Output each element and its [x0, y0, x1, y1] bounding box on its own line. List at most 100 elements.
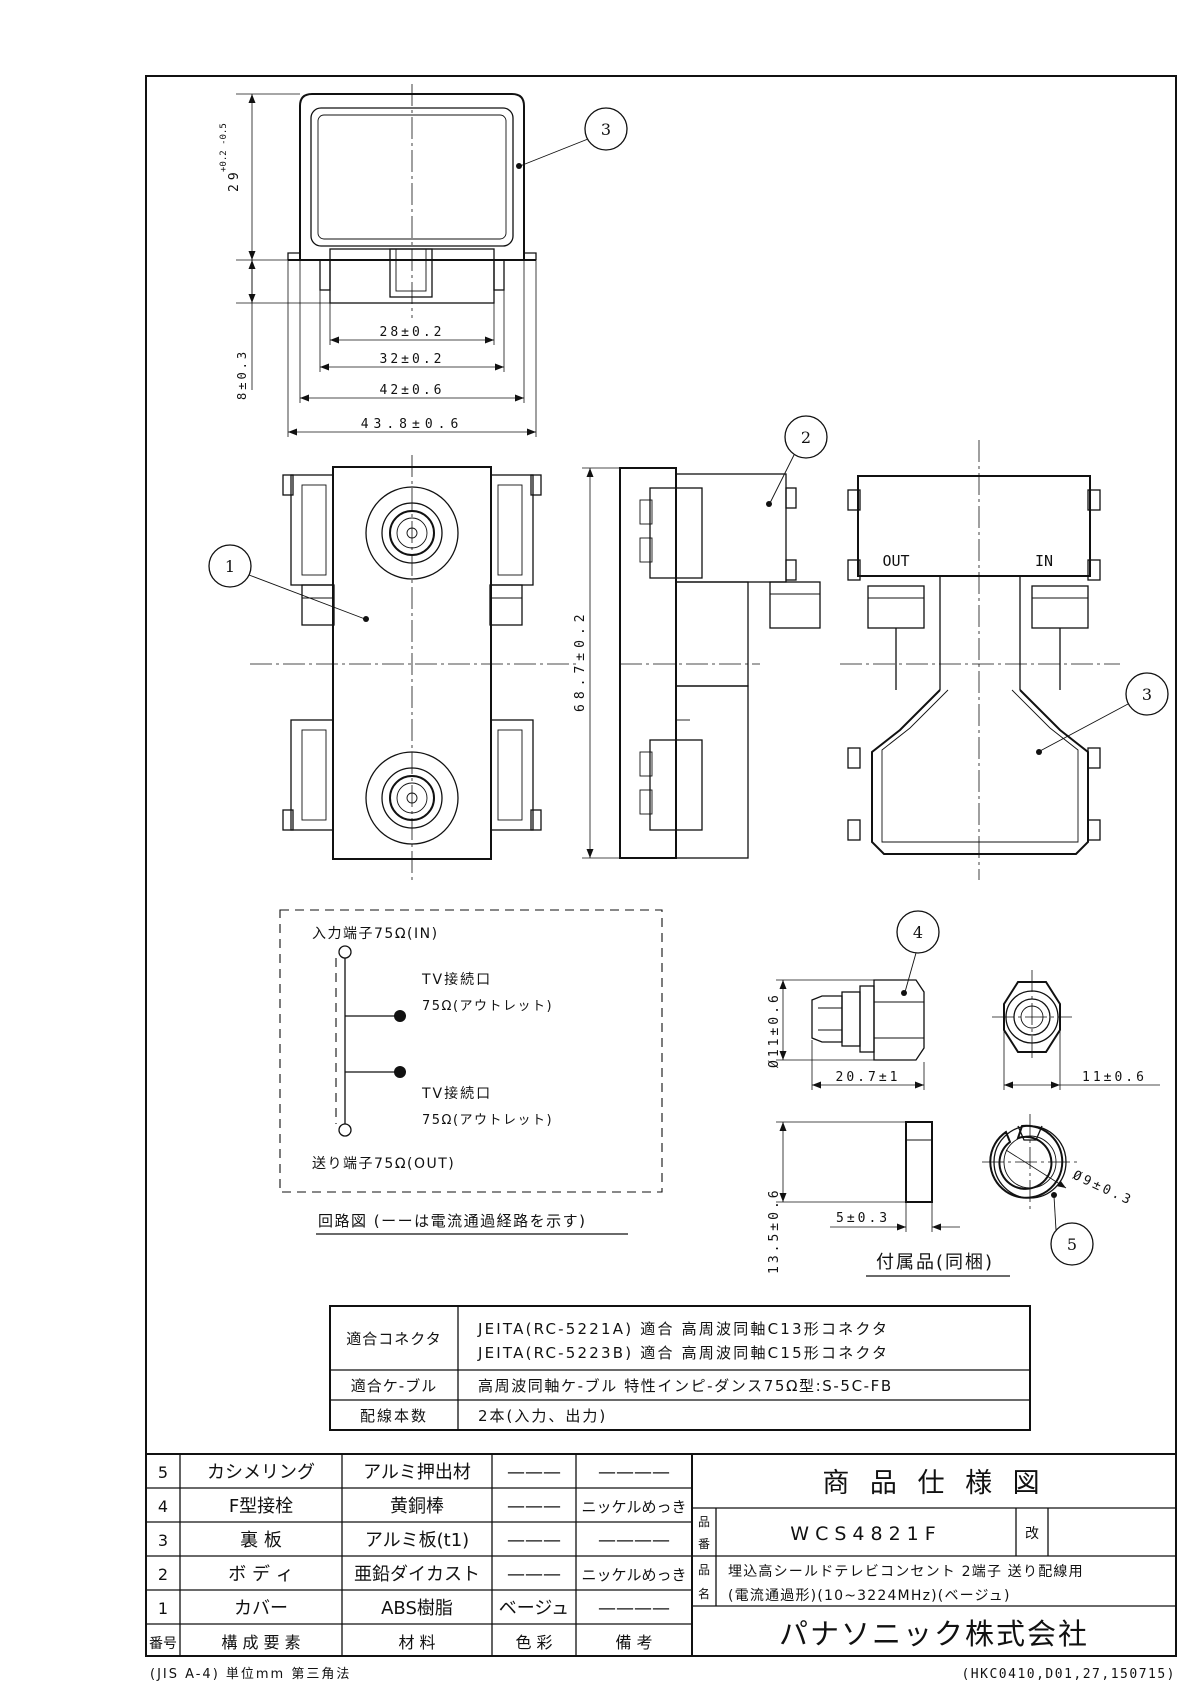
- spec-row1-line1: JEITA(RC-5221A) 適合 高周波同軸C13形コネクタ: [477, 1320, 889, 1338]
- out-label: OUT: [882, 552, 909, 570]
- accessories-caption: 付属品(同梱): [866, 1252, 1010, 1277]
- parts-cell-material: 黄銅棒: [390, 1496, 444, 1517]
- dim-w4: 43.8±0.6: [361, 417, 464, 432]
- parts-cell-no: 2: [158, 1565, 168, 1584]
- dim-w2: 32±0.2: [380, 352, 445, 367]
- in-label: IN: [1035, 552, 1053, 570]
- parts-cell-color: ———: [507, 1564, 561, 1585]
- parts-cell-material: アルミ板(t1): [365, 1530, 469, 1551]
- dim-side-height: 68.7±0.2: [573, 609, 588, 712]
- dim-ring-dia: Ø9±0.3: [1070, 1168, 1135, 1209]
- front-view: [250, 455, 580, 880]
- dim-fitting-dia: Ø11±0.6: [767, 992, 782, 1068]
- circuit-tv2-label: TV接続口: [421, 1085, 492, 1102]
- parts-cell-no: 1: [158, 1599, 168, 1618]
- parts-header-note: 備 考: [615, 1633, 652, 1652]
- caulking-ring-side: 13.5±0.6 5±0.3: [767, 1121, 960, 1274]
- parts-cell-color: ———: [507, 1462, 561, 1483]
- balloon-1: 1: [208, 544, 369, 622]
- dim-w3: 42±0.6: [380, 383, 445, 398]
- parts-cell-name: カシメリング: [207, 1462, 315, 1483]
- spec-row1-line2: JEITA(RC-5223B) 適合 高周波同軸C15形コネクタ: [477, 1344, 889, 1362]
- circuit-input: 入力端子75Ω(IN): [312, 926, 439, 942]
- side-dimension: 68.7±0.2: [573, 467, 620, 859]
- footer-left: (JIS A-4) 単位mm 第三角法: [150, 1666, 351, 1682]
- f-fitting-side: 20.7±1 Ø11±0.6: [767, 979, 925, 1090]
- dim-top-height-tol: +0.2 -0.5: [219, 123, 229, 172]
- balloon-3-top: 3: [516, 107, 628, 169]
- parts-header-material: 材 料: [398, 1633, 435, 1652]
- parts-cell-name: カバー: [234, 1598, 288, 1619]
- dim-fitting-hex: 11±0.6: [1082, 1070, 1147, 1085]
- parts-table: [146, 1453, 1176, 1656]
- parts-cell-material: ABS樹脂: [381, 1598, 453, 1619]
- spec-table: 適合コネクタ JEITA(RC-5221A) 適合 高周波同軸C13形コネクタ …: [329, 1305, 1031, 1431]
- caulking-ring-end: Ø9±0.3: [982, 1114, 1136, 1210]
- part-no: WCS4821F: [790, 1523, 941, 1545]
- product-name-line2: (電流通過形)(10~3224MHz)(ベージュ): [728, 1588, 1011, 1604]
- rev-label: 改: [1025, 1526, 1039, 1542]
- back-view: OUT IN: [840, 440, 1120, 880]
- balloon-4: 4: [896, 910, 940, 996]
- spec-row1-label: 適合コネクタ: [346, 1330, 441, 1348]
- svg-text:2: 2: [801, 428, 811, 447]
- parts-cell-material: 亜鉛ダイカスト: [354, 1564, 480, 1585]
- svg-text:3: 3: [1142, 685, 1152, 704]
- parts-cell-no: 4: [158, 1497, 168, 1516]
- dim-ring-height: 13.5±0.6: [767, 1187, 782, 1274]
- parts-cell-note: ————: [598, 1598, 670, 1619]
- dim-w1: 28±0.2: [380, 325, 445, 340]
- circuit-caption: 回路図 (ーーは電流通過経路を示す): [318, 1212, 586, 1230]
- balloon-3-back: 3: [1036, 672, 1169, 755]
- name-label-1: 品: [698, 1563, 710, 1577]
- parts-cell-no: 5: [158, 1463, 168, 1482]
- top-view: [287, 84, 537, 318]
- f-fitting-end: 11±0.6: [992, 970, 1160, 1090]
- parts-cell-no: 3: [158, 1531, 168, 1550]
- parts-cell-name: ボ デ ィ: [228, 1564, 293, 1585]
- svg-text:1: 1: [225, 557, 235, 576]
- parts-cell-note: ————: [598, 1530, 670, 1551]
- parts-header-name: 構 成 要 素: [221, 1633, 300, 1652]
- dim-top-height: 29: [227, 168, 242, 192]
- parts-cell-color: ベージュ: [499, 1598, 569, 1619]
- circuit-diagram: 入力端子75Ω(IN) TV接続口 75Ω(アウトレット) TV接続口 75Ω(…: [279, 909, 663, 1235]
- parts-cell-note: ニッケルめっき: [581, 1498, 686, 1516]
- drawing-frame: [145, 75, 1177, 1657]
- svg-text:5: 5: [1067, 1235, 1077, 1254]
- title-block-title: 商 品 仕 様 図: [822, 1468, 1045, 1499]
- spec-row2-line1: 高周波同軸ケ-ブル 特性インピ-ダンス75Ω型:S-5C-FB: [478, 1377, 893, 1395]
- svg-text:付属品(同梱): 付属品(同梱): [876, 1252, 994, 1273]
- balloon-2: 2: [766, 415, 828, 507]
- company-name: パナソニック株式会社: [779, 1617, 1089, 1651]
- dim-lower-height: 8±0.3: [235, 349, 249, 400]
- parts-cell-name: F型接栓: [229, 1496, 293, 1517]
- product-name-line1: 埋込高シールドテレビコンセント 2端子 送り配線用: [728, 1563, 1084, 1580]
- parts-header-no: 番号: [149, 1636, 177, 1652]
- parts-cell-color: ———: [507, 1496, 561, 1517]
- circuit-tv1-imp: 75Ω(アウトレット): [422, 999, 553, 1014]
- parts-cell-note: ニッケルめっき: [581, 1566, 686, 1584]
- svg-text:4: 4: [913, 923, 923, 942]
- parts-cell-name: 裏 板: [240, 1530, 282, 1551]
- part-no-label-1: 品: [698, 1515, 710, 1529]
- spec-row3-line1: 2本(入力、出力): [478, 1407, 607, 1425]
- parts-cell-color: ———: [507, 1530, 561, 1551]
- svg-text:3: 3: [601, 120, 611, 139]
- part-no-label-2: 番: [698, 1537, 710, 1551]
- side-view: [619, 467, 821, 859]
- balloon-5: 5: [1050, 1192, 1094, 1266]
- footer-right: (HKC0410,D01,27,150715): [961, 1667, 1176, 1682]
- dim-ring-width: 5±0.3: [836, 1211, 890, 1226]
- parts-cell-material: アルミ押出材: [363, 1462, 471, 1483]
- spec-row2-label: 適合ケ-ブル: [351, 1377, 437, 1395]
- name-label-2: 名: [698, 1586, 710, 1601]
- top-dimensions: 29 +0.2 -0.5 8±0.3 28±0.2 32±0.2 42±0.6 …: [219, 93, 537, 437]
- parts-header-color: 色 彩: [515, 1633, 552, 1652]
- circuit-output: 送り端子75Ω(OUT): [312, 1156, 455, 1172]
- dim-fitting-len: 20.7±1: [836, 1070, 901, 1085]
- parts-cell-note: ————: [598, 1462, 670, 1483]
- spec-row3-label: 配線本数: [360, 1407, 428, 1425]
